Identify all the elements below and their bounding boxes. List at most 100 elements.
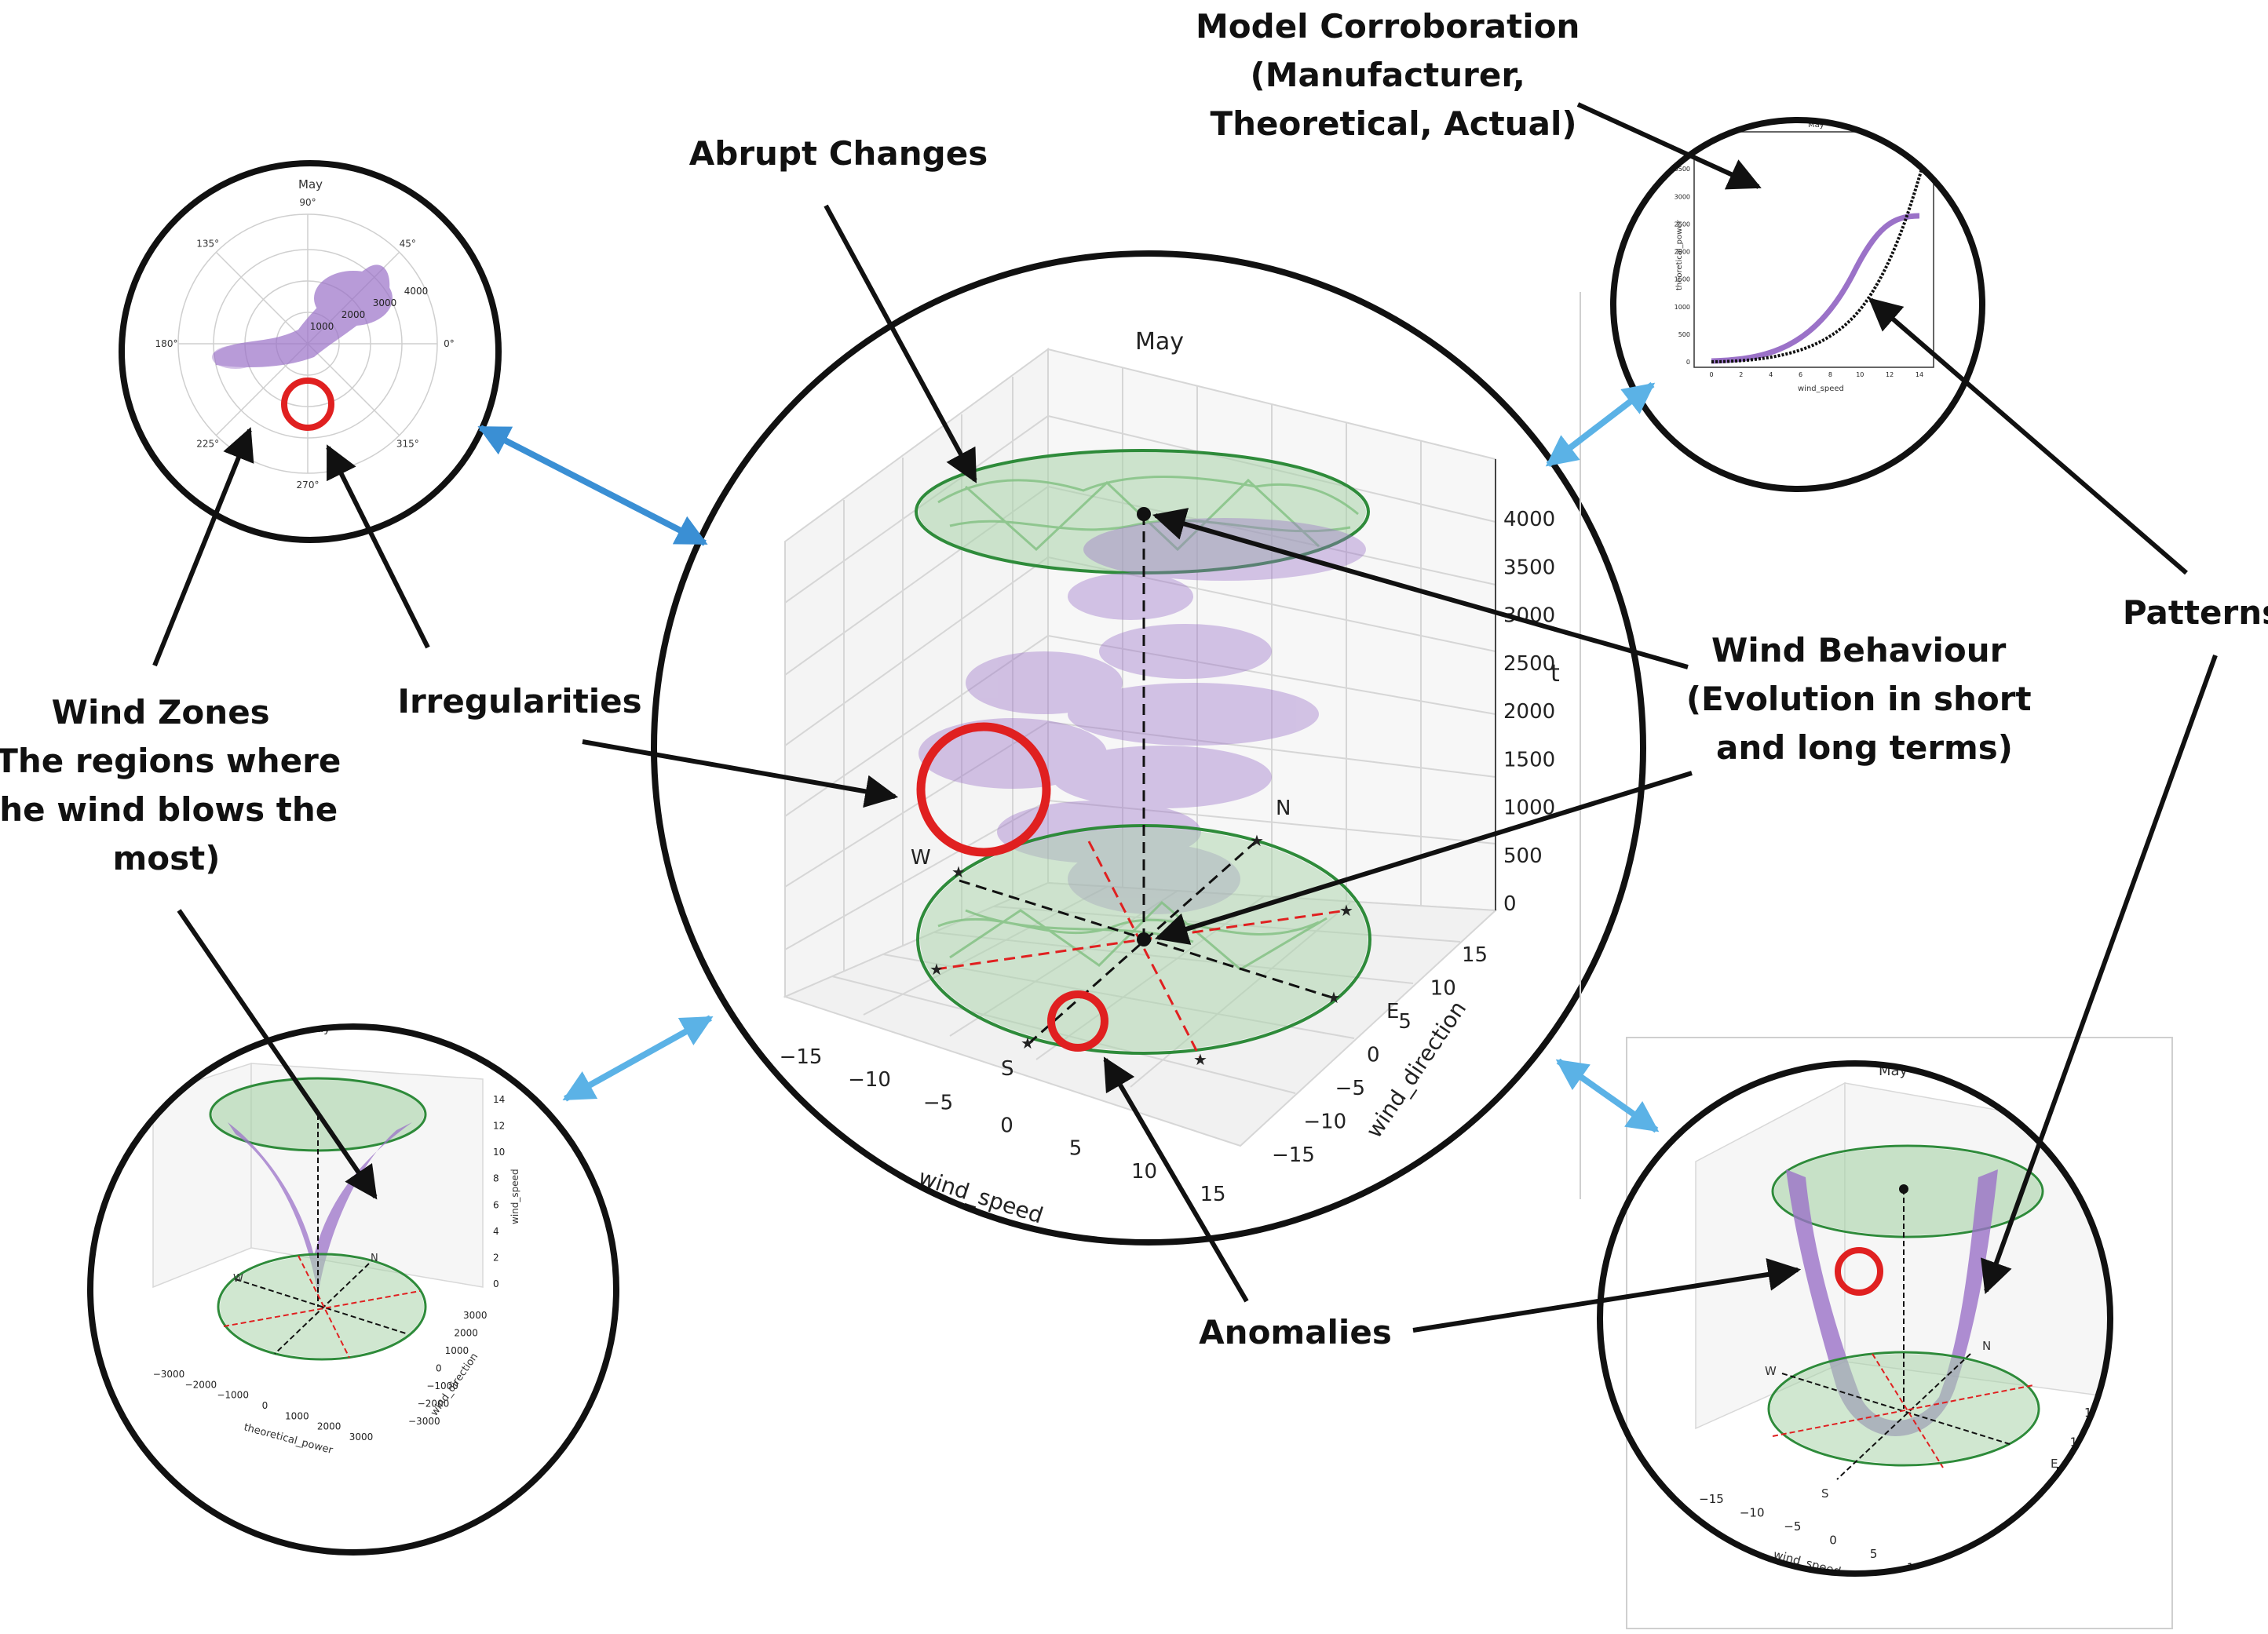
label-model-corroboration: Model Corroboration (Manufacturer, Theor… bbox=[1196, 7, 1591, 143]
main-x-tick: 15 bbox=[1200, 1183, 1225, 1206]
main-y-tick: 10 bbox=[1430, 977, 1456, 1001]
bowl-z-tick: 2000 bbox=[2120, 1242, 2149, 1257]
arrow-patterns-curve bbox=[1868, 297, 2188, 575]
main-z-tick: 3500 bbox=[1503, 556, 1555, 579]
polar-angle-label: 225° bbox=[196, 438, 219, 449]
label-abrupt-changes: Abrupt Changes bbox=[689, 134, 988, 173]
polar-angle-label: 180° bbox=[155, 338, 178, 349]
curve-x-tick: 10 bbox=[1856, 371, 1864, 378]
arrow-irregularities-polar bbox=[326, 444, 430, 649]
polar-angle-label: 45° bbox=[400, 239, 416, 250]
funnel-z-tick: 10 bbox=[493, 1147, 505, 1158]
main-z-label: t bbox=[1550, 660, 1560, 688]
annotation-arrows bbox=[152, 102, 2218, 1333]
bowl-z-tick: 1500 bbox=[2120, 1278, 2149, 1293]
svg-text:★: ★ bbox=[1021, 1034, 1035, 1052]
polar-title: May bbox=[298, 177, 323, 191]
bowl-y-tick: −15 bbox=[1998, 1582, 2023, 1596]
main-y-tick: 0 bbox=[1367, 1044, 1380, 1067]
funnel-z-tick: 2 bbox=[493, 1252, 499, 1263]
polar-radial-label: 2000 bbox=[341, 309, 366, 320]
svg-text:★: ★ bbox=[1327, 988, 1341, 1007]
label-irregularities: Irregularities bbox=[397, 682, 641, 720]
bowl-panel-frame bbox=[1626, 1037, 2173, 1629]
funnel-x-tick: 0 bbox=[262, 1400, 268, 1411]
main-x-tick: 5 bbox=[1069, 1137, 1083, 1161]
polar-radial-label: 4000 bbox=[404, 286, 429, 297]
curve-y-label: theoretical_power bbox=[1675, 220, 1684, 290]
bowl-z-tick: 1000 bbox=[2120, 1315, 2149, 1329]
funnel-x-tick: −3000 bbox=[153, 1369, 185, 1380]
main-compass-e: E bbox=[1386, 1000, 1399, 1023]
funnel-z-tick: 6 bbox=[493, 1199, 499, 1210]
main-y-tick: 5 bbox=[1398, 1010, 1412, 1034]
svg-text:★: ★ bbox=[1250, 831, 1264, 850]
label-wind-behaviour: Wind Behaviour (Evolution in short and l… bbox=[1686, 631, 2043, 767]
curve-x-tick: 0 bbox=[1709, 371, 1713, 378]
polar-angle-label: 0° bbox=[444, 338, 455, 349]
svg-text:★: ★ bbox=[1339, 901, 1353, 920]
polar-plot: 90°45°0°315°270°225°180°135° 10002000300… bbox=[155, 177, 455, 491]
polar-angle-label: 90° bbox=[299, 197, 316, 208]
curve-x-label: wind_speed bbox=[1798, 385, 1844, 393]
label-anomalies: Anomalies bbox=[1199, 1313, 1392, 1351]
curve-x-tick: 8 bbox=[1828, 371, 1832, 378]
main-3d-plot: ★ ★ ★ ★ ★ ★ ★ 05001000150020002500300035… bbox=[780, 328, 1560, 1229]
bowl-y-tick: −10 bbox=[2012, 1553, 2037, 1567]
arrow-anomalies-main bbox=[1103, 1056, 1249, 1303]
funnel-x-tick: −2000 bbox=[185, 1379, 217, 1390]
main-x-tick: −5 bbox=[923, 1091, 953, 1114]
polar-angle-labels: 90°45°0°315°270°225°180°135° bbox=[155, 197, 455, 491]
bowl-compass-n: N bbox=[1982, 1339, 1991, 1353]
funnel-compass-n: N bbox=[371, 1253, 378, 1264]
bowl-x-tick: 5 bbox=[1870, 1547, 1878, 1561]
curve-y-tick: 3500 bbox=[1675, 166, 1690, 173]
link-arrow-curve bbox=[1545, 381, 1656, 468]
main-z-tick: 0 bbox=[1503, 892, 1517, 916]
main-compass-w: W bbox=[911, 846, 931, 870]
funnel-z-tick: 0 bbox=[493, 1278, 499, 1289]
funnel-x-tick: 3000 bbox=[349, 1432, 374, 1443]
funnel-z-tick: 4 bbox=[493, 1226, 499, 1237]
main-y-tick: −15 bbox=[1272, 1143, 1315, 1167]
arrow-model-corroboration bbox=[1576, 102, 1762, 190]
polar-irregularity-highlight bbox=[281, 377, 334, 431]
svg-text:★: ★ bbox=[929, 960, 944, 979]
curve-y-tick: 500 bbox=[1678, 331, 1690, 338]
bowl-compass-e: E bbox=[2051, 1457, 2058, 1471]
funnel-y-tick: 1000 bbox=[445, 1345, 469, 1356]
polar-angle-label: 315° bbox=[396, 438, 419, 449]
main-top-point bbox=[1137, 507, 1151, 521]
funnel-compass-w: W bbox=[233, 1273, 243, 1285]
polar-angle-label: 135° bbox=[196, 239, 219, 250]
funnel-z-label: wind_speed bbox=[509, 1169, 520, 1224]
curve-y-tick: 1000 bbox=[1675, 304, 1690, 311]
funnel-z-tick: 12 bbox=[493, 1121, 505, 1132]
main-y-tick: 15 bbox=[1462, 943, 1488, 967]
bowl-x-tick: 15 bbox=[1947, 1574, 1962, 1588]
label-wind-zones: Wind Zones (The regions where the wind b… bbox=[0, 693, 352, 877]
annotation-labels: Model Corroboration (Manufacturer, Theor… bbox=[0, 7, 2268, 1351]
arrow-patterns-bowl bbox=[1981, 654, 2218, 1294]
main-y-tick: −5 bbox=[1335, 1077, 1365, 1100]
funnel-x-tick: −1000 bbox=[217, 1390, 249, 1401]
arrow-wind-zones-polar bbox=[152, 427, 254, 667]
main-z-tick: 500 bbox=[1503, 844, 1543, 868]
main-frame-circle bbox=[651, 250, 1646, 1246]
curve-y-tick: 1500 bbox=[1675, 276, 1690, 283]
curve-y-tick: 0 bbox=[1686, 359, 1690, 366]
bowl-z-tick: 500 bbox=[2120, 1350, 2142, 1364]
arrow-abrupt-changes bbox=[824, 204, 977, 483]
main-y-tick: −10 bbox=[1303, 1111, 1346, 1134]
polar-radial-label: 3000 bbox=[373, 297, 397, 308]
